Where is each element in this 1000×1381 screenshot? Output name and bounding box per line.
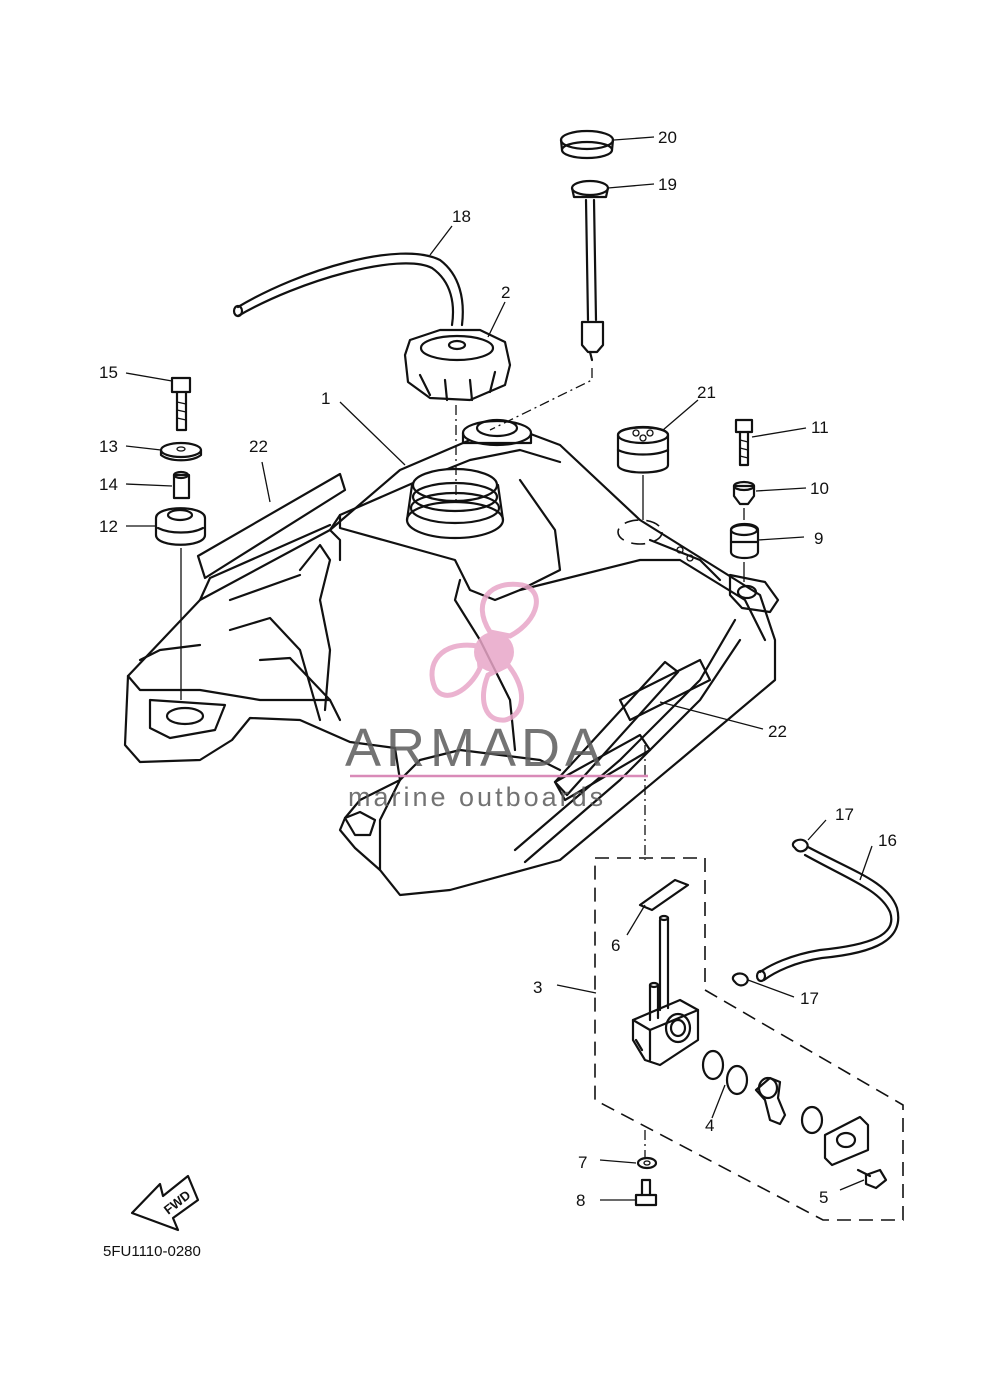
damper-pad-left <box>196 472 347 580</box>
callout-6: 6 <box>611 936 620 955</box>
callout-7: 7 <box>578 1153 587 1172</box>
callout-16: 16 <box>878 831 897 850</box>
fuel-cock <box>631 914 700 1067</box>
fuel-hose <box>755 845 900 983</box>
gauge-axis <box>489 368 593 431</box>
callout-19: 19 <box>658 175 677 194</box>
callout-12: 12 <box>99 517 118 536</box>
callout-20: 20 <box>658 128 677 147</box>
damper-9 <box>729 522 760 560</box>
bolt-15 <box>170 376 192 432</box>
callout-18: 18 <box>452 207 471 226</box>
brand-tagline: marine outboards <box>348 782 606 812</box>
brand-name: ARMADA <box>345 718 606 778</box>
callout-1: 1 <box>321 389 330 408</box>
callout-3: 3 <box>533 978 542 997</box>
callout-17-bottom: 17 <box>800 989 819 1008</box>
washer-7 <box>636 1156 658 1170</box>
callout-21: 21 <box>697 383 716 402</box>
screen-6 <box>638 878 690 912</box>
callout-9: 9 <box>814 529 823 548</box>
callout-22-right: 22 <box>768 722 787 741</box>
callout-14: 14 <box>99 475 118 494</box>
cover-plate <box>823 1115 870 1167</box>
damper-pad-right <box>553 660 680 797</box>
drain-bolt-8 <box>634 1178 658 1207</box>
callout-5: 5 <box>819 1188 828 1207</box>
o-rings-4 <box>701 1049 749 1096</box>
callout-17-top: 17 <box>835 805 854 824</box>
fuel-cock-assy-box <box>594 857 904 1221</box>
bolt-11 <box>734 418 754 467</box>
fuel-tank <box>123 418 780 897</box>
diagram-code: 5FU1110-0280 <box>103 1243 201 1260</box>
callout-2: 2 <box>501 283 510 302</box>
damper-12 <box>154 507 207 546</box>
callout-22-left: 22 <box>249 437 268 456</box>
breather-hose <box>232 252 464 327</box>
callout-15: 15 <box>99 363 118 382</box>
callout-4: 4 <box>705 1116 714 1135</box>
collar-14 <box>172 470 191 500</box>
screw-5 <box>856 1168 888 1190</box>
lever <box>754 1076 787 1126</box>
armada-logo-icon <box>429 581 539 723</box>
leader-lines <box>125 136 873 1201</box>
callout-10: 10 <box>810 479 829 498</box>
gasket <box>800 1105 824 1135</box>
collar-10 <box>732 480 756 506</box>
washer-13 <box>159 441 203 462</box>
fuel-gauge <box>570 179 610 362</box>
callout-11: 11 <box>811 418 829 437</box>
callout-13: 13 <box>99 437 118 456</box>
callout-labels: 1 2 3 4 5 6 7 8 9 10 11 12 13 14 15 16 1… <box>99 128 897 1210</box>
filler-cap <box>403 328 512 402</box>
gauge-cover <box>559 129 615 160</box>
callout-8: 8 <box>576 1191 585 1210</box>
rubber-grommet <box>616 425 670 474</box>
fwd-arrow-icon: FWD <box>130 1174 200 1232</box>
clip-17-top <box>791 838 809 853</box>
clip-17-bottom <box>731 972 749 987</box>
